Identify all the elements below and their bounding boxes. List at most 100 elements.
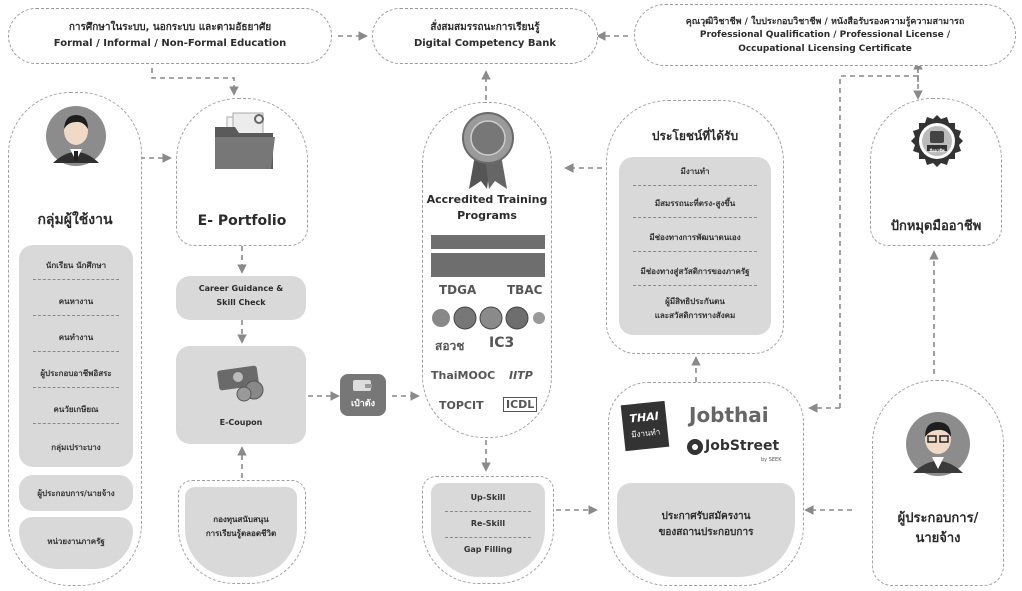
passport-column: มืออาชีพ ปักหมุดมืออาชีพ xyxy=(870,98,1002,246)
education-en: Formal / Informal / Non-Formal Education xyxy=(53,38,287,49)
user-item-government: หน่วยงานภาครัฐ xyxy=(47,537,105,546)
benefits-title: ประโยชน์ที่ได้รับ xyxy=(651,129,739,143)
folder-icon xyxy=(215,112,275,169)
jobstreet-logo: JobStreet xyxy=(705,438,780,454)
professional-seal-icon xyxy=(911,115,963,167)
employer-title-2: นายจ้าง xyxy=(915,531,961,546)
logo-icdl: ICDL xyxy=(503,397,538,412)
e-portfolio-column: E- Portfolio xyxy=(176,98,308,246)
announce-line1: ประกาศรับสมัครงาน xyxy=(661,511,751,522)
skills-inner: Up-Skill Re-Skill Gap Filling xyxy=(431,483,545,577)
thai-logo-line1: THAI xyxy=(628,409,660,426)
training-title-1: Accredited Training xyxy=(426,193,548,206)
logo-tbac: TBAC xyxy=(507,283,543,297)
benefit-insured-1: ผู้มีสิทธิประกันตน xyxy=(665,297,725,306)
logo-iitp: IITP xyxy=(509,369,533,382)
qual-en-2: Occupational Licensing Certificate xyxy=(738,44,912,54)
career-guidance-line2: Skill Check xyxy=(216,298,266,307)
provider-banner-2 xyxy=(431,253,545,277)
logo-thaimooc: ThaiMOOC xyxy=(431,369,496,382)
money-icon xyxy=(217,365,264,402)
user-type-list: นักเรียน นักศึกษา คนหางาน คนทำงาน ผู้ประ… xyxy=(19,245,133,467)
bank-en: Digital Competency Bank xyxy=(413,38,557,49)
wallet-icon xyxy=(353,380,372,391)
fund-line1: กองทุนสนับสนุน xyxy=(213,515,269,524)
user-item-vulnerable: กลุ่มเปราะบาง xyxy=(51,443,101,452)
divider xyxy=(33,351,119,352)
arrow-education-to-portfolio xyxy=(151,68,239,96)
skill-gap-filling: Gap Filling xyxy=(463,545,513,554)
announce-line2: ของสถานประกอบการ xyxy=(658,527,754,538)
user-avatar-icon xyxy=(46,106,106,166)
competency-bank-box: สั่งสมสมรรถนะการเรียนรู้ Digital Compete… xyxy=(372,8,598,64)
e-coupon-label: E-Coupon xyxy=(219,418,263,427)
qual-thai: คุณวุฒิวิชาชีพ / ใบประกอบวิชาชีพ / หนังส… xyxy=(685,17,965,27)
divider xyxy=(33,423,119,424)
logo-topcit: TOPCIT xyxy=(439,399,484,412)
user-government-box: หน่วยงานภาครัฐ xyxy=(19,517,133,569)
benefit-insured-2: และสวัสดิการทางสังคม xyxy=(654,311,736,320)
badge-logos-icon xyxy=(432,306,545,330)
accredited-seal-icon xyxy=(462,112,514,189)
skill-reskill: Re-Skill xyxy=(470,519,506,528)
jobstreet-icon xyxy=(687,439,703,455)
connector-qual-passport xyxy=(839,75,918,408)
benefits-column: ประโยชน์ที่ได้รับ มีงานทำ มีสมรรถนะที่ตร… xyxy=(606,100,784,354)
training-title-2: Programs xyxy=(457,209,517,222)
career-guidance-line1: Career Guidance & xyxy=(198,284,284,293)
divider xyxy=(33,387,119,388)
career-guidance-box: Career Guidance & Skill Check xyxy=(176,276,306,320)
divider xyxy=(633,251,757,252)
user-item-worker: คนทำงาน xyxy=(58,333,94,342)
education-thai: การศึกษาในระบบ, นอกระบบ และตามอัธยาศัย xyxy=(68,22,272,33)
e-portfolio-title: E- Portfolio xyxy=(197,213,287,229)
thai-logo-line2: มีงานทำ xyxy=(630,427,661,440)
divider xyxy=(33,279,119,280)
benefit-employed: มีงานทำ xyxy=(680,167,710,176)
qual-en-1: Professional Qualification / Professiona… xyxy=(699,30,951,40)
user-item-student: นักเรียน นักศึกษา xyxy=(45,261,107,270)
benefit-self-development: มีช่องทางการพัฒนาตนเอง xyxy=(649,233,741,242)
passport-title: ปักหมุดมืออาชีพ xyxy=(890,219,982,234)
benefit-welfare: มีช่องทางสู่สวัสดิการของภาครัฐ xyxy=(640,267,750,276)
divider xyxy=(445,537,531,538)
skills-box: Up-Skill Re-Skill Gap Filling xyxy=(422,476,554,584)
benefits-list: มีงานทำ มีสมรรถนะที่ตรง-สูงขึ้น มีช่องทา… xyxy=(619,157,771,335)
benefit-competency: มีสมรรถนะที่ตรง-สูงขึ้น xyxy=(654,199,736,208)
paotang-app-icon: เป๋าตัง xyxy=(340,374,386,416)
employer-avatar-icon xyxy=(906,412,970,476)
divider xyxy=(633,217,757,218)
employer-column: ผู้ประกอบการ/ นายจ้าง xyxy=(872,380,1004,586)
passport-badge-text: มืออาชีพ xyxy=(929,148,945,153)
fund-inner: กองทุนสนับสนุน การเรียนรู้ตลอดชีวิต xyxy=(185,487,297,577)
bank-thai: สั่งสมสมรรถนะการเรียนรู้ xyxy=(430,22,540,33)
logo-tdga: TDGA xyxy=(439,283,477,297)
logo-ic3: IC3 xyxy=(489,335,515,351)
education-box: การศึกษาในระบบ, นอกระบบ และตามอัธยาศัย F… xyxy=(8,8,332,64)
user-group-column: กลุ่มผู้ใช้งาน นักเรียน นักศึกษา คนหางาน… xyxy=(8,92,142,586)
e-coupon-box: E-Coupon xyxy=(176,346,306,444)
divider xyxy=(33,315,119,316)
divider xyxy=(633,285,757,286)
user-item-employer: ผู้ประกอบการ/นายจ้าง xyxy=(37,489,115,498)
qualification-box: คุณวุฒิวิชาชีพ / ใบประกอบวิชาชีพ / หนังส… xyxy=(634,4,1016,66)
training-column: Accredited Training Programs TDGA TBAC ส… xyxy=(422,102,552,438)
employer-title-1: ผู้ประกอบการ/ xyxy=(897,511,979,526)
user-item-freelancer: ผู้ประกอบอาชีพอิสระ xyxy=(40,369,112,378)
provider-banner-1 xyxy=(431,235,545,249)
user-group-title: กลุ่มผู้ใช้งาน xyxy=(37,212,113,228)
fund-line2: การเรียนรู้ตลอดชีวิต xyxy=(205,529,277,538)
thai-job-logo: THAI มีงานทำ xyxy=(620,400,670,452)
job-announce-box: ประกาศรับสมัครงาน ของสถานประกอบการ xyxy=(617,483,795,577)
jobthai-logo: Jobthai xyxy=(689,403,769,427)
fund-box: กองทุนสนับสนุน การเรียนรู้ตลอดชีวิต xyxy=(178,480,306,584)
user-item-retiree: คนวัยเกษียณ xyxy=(53,405,99,414)
user-employer-box: ผู้ประกอบการ/นายจ้าง xyxy=(19,475,133,511)
jobs-column: THAI มีงานทำ Jobthai JobStreet by SEEK ป… xyxy=(608,382,804,586)
divider xyxy=(445,511,531,512)
skill-upskill: Up-Skill xyxy=(470,493,506,502)
jobstreet-sub: by SEEK xyxy=(761,457,782,463)
divider xyxy=(633,185,757,186)
paotang-label: เป๋าตัง xyxy=(350,399,376,409)
